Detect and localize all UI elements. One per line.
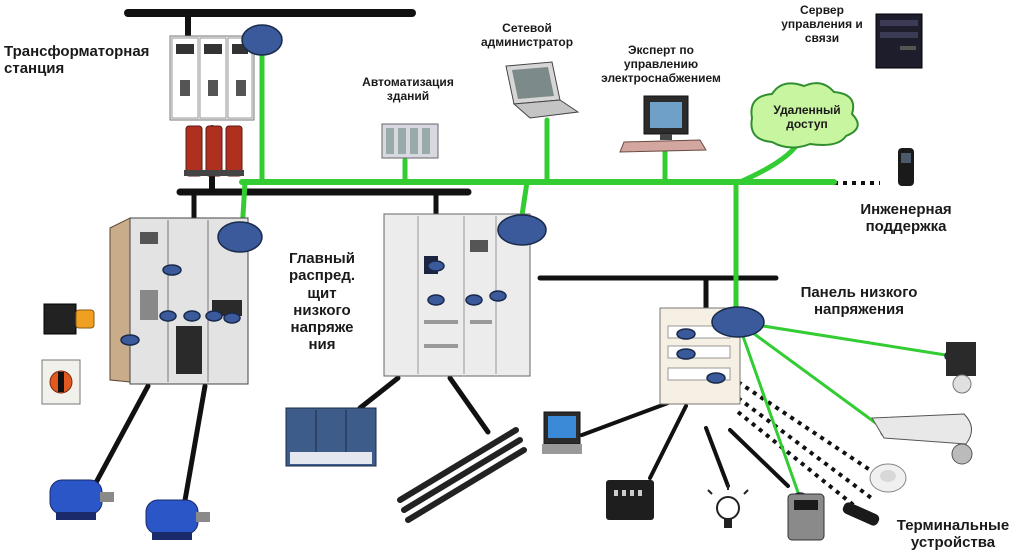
motion-sensor-icon <box>946 342 976 394</box>
label-main-switchboard: Главный распред. щит низкого напряже ния <box>288 250 356 354</box>
label-remote-access: Удаленный доступ <box>773 103 841 131</box>
label-lv-panel: Панель низкого напряжения <box>800 284 918 319</box>
server-icon <box>875 13 923 69</box>
wireless-links <box>736 181 880 522</box>
push-button-icon <box>43 303 95 335</box>
remote-access-cloud <box>750 82 859 149</box>
label-engineering-support: Инженерная поддержка <box>860 201 952 236</box>
label-transformer-station: Трансформаторная станция <box>4 43 150 78</box>
transformer-station-cabinet <box>169 35 255 121</box>
network-nodes <box>120 24 960 504</box>
smoke-detector-icon <box>869 463 907 493</box>
label-server: Сервер управления и связи <box>781 3 863 45</box>
touch-panel-icon <box>542 411 582 454</box>
label-power-expert: Эксперт по управлению электроснабжением <box>601 43 721 85</box>
busbar-trunking-icon <box>397 427 527 523</box>
remote-control-icon <box>842 502 880 526</box>
building-automation-device <box>381 123 439 159</box>
node-lv-panel <box>711 306 765 338</box>
node-distribution-cabinet <box>497 214 547 246</box>
workstation-icon <box>619 95 707 153</box>
rotary-switch-icon <box>41 359 81 405</box>
node-transformer <box>241 24 283 56</box>
power-lines <box>89 9 790 509</box>
transformer <box>184 125 244 177</box>
node-main-switchboard <box>217 221 263 253</box>
light-bulb-icon <box>707 484 749 528</box>
laptop-icon <box>505 61 580 119</box>
meter-icon <box>787 493 825 541</box>
security-camera-icon <box>871 413 973 465</box>
mobile-phone-icon <box>898 148 914 186</box>
router-icon <box>606 480 654 520</box>
label-terminal-devices: Терминальные устройства <box>896 517 1010 552</box>
motor-icon <box>49 479 114 520</box>
label-building-automation: Автоматизация зданий <box>362 75 454 103</box>
label-network-admin: Сетевой администратор <box>480 21 574 49</box>
drive-cabinet-icon <box>285 407 377 467</box>
motor-icon <box>145 499 210 540</box>
